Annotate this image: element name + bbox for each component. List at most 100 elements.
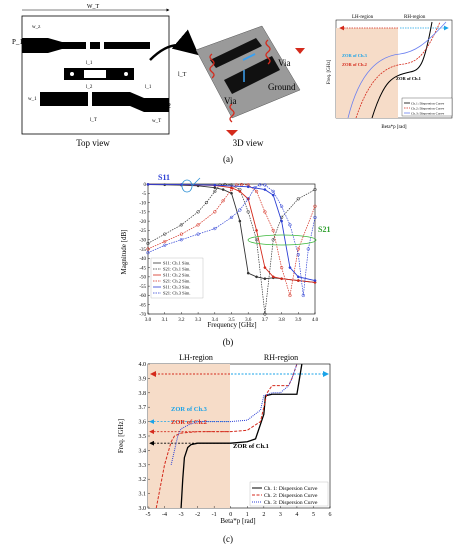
- wt2-label: w_T: [152, 119, 161, 124]
- chart-b-point: [246, 210, 250, 214]
- chart-b-point: [196, 232, 200, 236]
- chart-b-xtick-label: 3.1: [162, 318, 169, 323]
- via-label-left: Via: [224, 96, 236, 106]
- chart-c-ytick-label: 3.7: [139, 405, 147, 411]
- chart-b-xtick-label: 3.4: [212, 318, 219, 323]
- inductor-coil-left: [209, 53, 215, 79]
- chart-c-zor2-label: ZOR of Ch.2: [171, 419, 207, 426]
- chart-b-ytick-label: -65: [139, 304, 146, 309]
- chart-b-point: [246, 271, 250, 275]
- bottom-gap: [88, 92, 92, 106]
- chart-c-zor-markers: [149, 419, 230, 446]
- chart-b-point: [246, 185, 250, 189]
- chart-b-ytick-label: -55: [139, 285, 146, 290]
- chart-b-point: [230, 191, 233, 195]
- chart-b-ytick-label: -15: [139, 211, 146, 216]
- chart-c-xtick-label: -3: [179, 512, 184, 518]
- chart-b-xtick-label: 4.0: [312, 318, 319, 323]
- panel-a-label: (a): [223, 154, 233, 164]
- chart-b-point: [213, 186, 217, 190]
- chart-b-point: [313, 215, 317, 220]
- chart-b-point: [229, 187, 234, 192]
- via-label-right: Via: [278, 58, 290, 68]
- chart-b-point: [196, 223, 200, 227]
- chart-c-line-2: [155, 363, 298, 509]
- chart-b-point: [258, 183, 262, 187]
- chart-c-lh-region: [148, 364, 230, 508]
- chart-b-point: [213, 226, 217, 231]
- inset-legend-1: Ch.1: Dispersion Curve: [411, 102, 445, 106]
- inset-xlabel: Beta*p [rad]: [381, 125, 406, 130]
- chart-b-xtick-label: 3.6: [245, 318, 252, 323]
- chart-b-point: [271, 193, 275, 197]
- chart-b-legend-item: S11: Ch.2 Sim.: [163, 273, 190, 278]
- inductor-coil-right: [265, 39, 271, 65]
- chart-c-line-1: [180, 363, 303, 509]
- chart-b-legend-box: [150, 257, 204, 299]
- s11-marker-line: [191, 177, 201, 187]
- chart-b-ytick-label: -20: [139, 220, 146, 225]
- panel-c-label: (c): [223, 534, 233, 544]
- chart-b-point: [263, 277, 267, 281]
- chart-b-point: [271, 189, 275, 194]
- chart-b-point: [163, 232, 167, 236]
- via-hole-1: [70, 72, 74, 76]
- chart-b-point: [279, 204, 284, 208]
- ground-symbol-2: [295, 48, 305, 54]
- chart-b-xtick-label: 3.2: [178, 318, 185, 323]
- chart-c-xtick-label: 0: [229, 512, 232, 518]
- chart-b-point: [313, 187, 317, 192]
- chart-b-point: [146, 251, 150, 255]
- chart-c-xtick-label: -2: [195, 512, 200, 518]
- chart-c-ylabel: Freq. [GHz]: [117, 419, 125, 453]
- chart-c-xtick-label: 4: [295, 512, 298, 518]
- chart-b-point: [238, 208, 242, 212]
- chart-b-xtick-label: 3.5: [228, 318, 235, 323]
- wt-label: W_T: [87, 4, 100, 10]
- inset-curve-ch1: [371, 21, 433, 119]
- chart-b-line-6: [147, 184, 316, 296]
- chart-c-ytick-label: 3.1: [139, 492, 147, 498]
- inset-curve-ch2: [355, 21, 441, 119]
- chart-b-point: [271, 275, 275, 279]
- chart-b-point: [288, 293, 292, 298]
- chart-b-point: [288, 266, 292, 269]
- chart-b-point: [163, 239, 167, 244]
- chart-c-zor3-label: ZOR of Ch.3: [171, 406, 208, 413]
- chart-b-point: [221, 188, 225, 191]
- inset-zor2: ZOR of Ch.2: [342, 62, 368, 67]
- panel-b-label: (b): [223, 337, 234, 347]
- chart-b-point: [253, 186, 257, 190]
- inset-curve-ch3: [347, 21, 447, 119]
- top-gap-2: [100, 42, 104, 49]
- chart-b-point: [255, 229, 258, 232]
- chart-b-point: [263, 188, 267, 191]
- chart-c-xtick-label: 3: [279, 512, 282, 518]
- w2-label: w_2: [116, 72, 125, 77]
- chart-b-ytick-label: -50: [139, 276, 146, 281]
- chart-b-point: [296, 275, 300, 279]
- chart-b-point: [263, 183, 267, 187]
- inset-zor1: ZOR of Ch.1: [396, 76, 422, 81]
- ground-label: Ground: [268, 82, 296, 92]
- chart-b-point: [163, 243, 167, 247]
- inset-legend-2: Ch.2: Dispersion Curve: [411, 107, 445, 111]
- top-view-caption: Top view: [76, 138, 110, 148]
- l2-label: l_2: [86, 85, 93, 90]
- chart-b-point: [238, 190, 242, 193]
- chart-b-legend-item: S21: Ch.1 Sim.: [163, 267, 191, 272]
- inset-rh-label: RH-region: [404, 15, 426, 20]
- s21-marker-ellipse: [247, 234, 317, 246]
- chart-c-ytick-label: 3.2: [139, 477, 147, 483]
- via-hole-2: [124, 72, 128, 76]
- ground-symbol-1: [226, 130, 238, 136]
- view-transition-arrow: [149, 29, 199, 61]
- l1b-label: l_1: [145, 85, 152, 90]
- chart-b-legend-item: S11: Ch.1 Sim.: [163, 261, 190, 266]
- chart-c-lh-label: LH-region: [179, 353, 213, 362]
- chart-b-xtick-label: 3.0: [145, 318, 152, 323]
- chart-b-point: [255, 275, 258, 279]
- chart-b-point: [279, 265, 284, 270]
- chart-c-legend-box: [249, 481, 329, 507]
- chart-c-series: [155, 363, 303, 509]
